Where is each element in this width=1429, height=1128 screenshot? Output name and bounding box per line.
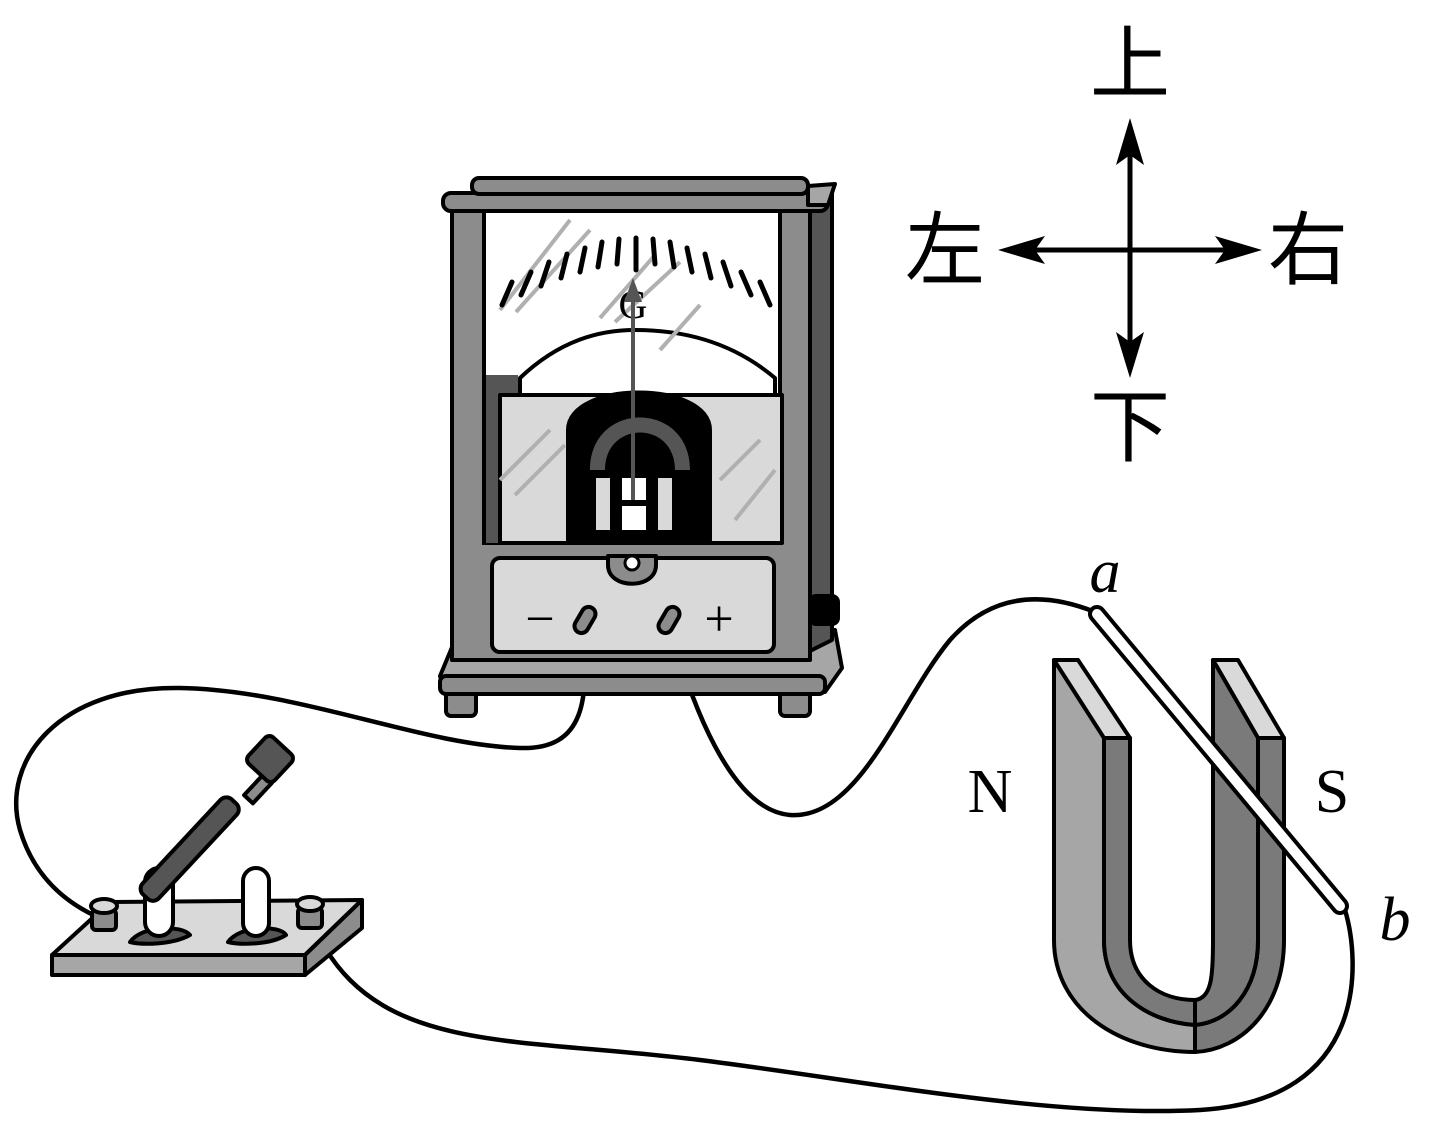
compass-label-right: 右 <box>1268 204 1348 297</box>
switch-contact-clip <box>241 866 271 938</box>
terminal-minus-label: − <box>525 591 554 648</box>
galvanometer-top-bevel <box>806 182 837 207</box>
terminal-minus-post <box>572 604 598 636</box>
galvanometer-base-front <box>438 674 827 696</box>
wire-galvanometer-minus-to-switch <box>13 622 588 921</box>
arrow-right-icon <box>1215 236 1262 264</box>
rod-end-a-label: a <box>1090 538 1121 606</box>
circuit-wires <box>13 597 1355 1114</box>
galvanometer-top-ridge <box>470 176 810 196</box>
switch-terminal-right-top <box>295 895 325 913</box>
galvanometer-side-knob <box>808 594 840 626</box>
compass-label-down: 下 <box>1090 381 1170 474</box>
galvanometer-coil-right <box>658 478 672 530</box>
direction-compass: 上 下 左 右 <box>905 18 1348 474</box>
knife-switch <box>50 734 364 977</box>
wire-galvanometer-plus-to-rod-a <box>667 597 1098 818</box>
compass-label-up: 上 <box>1090 18 1170 111</box>
arrow-up-icon <box>1116 118 1144 165</box>
wire-rod-b-to-switch <box>307 907 1355 1114</box>
switch-handle-knob <box>245 734 295 784</box>
terminal-panel-screw <box>623 554 641 572</box>
rod-end-b-label: b <box>1380 886 1411 954</box>
needle-arrow-icon <box>624 278 642 302</box>
galvanometer-scale-plate <box>518 328 777 397</box>
rod-fill <box>1092 609 1345 911</box>
magnet-south-label: S <box>1315 758 1349 826</box>
switch-base-front <box>50 953 307 977</box>
galvanometer-internal-arc <box>590 417 690 470</box>
magnet-south-leg-face <box>1193 658 1260 1027</box>
magnet-north-leg-top <box>1052 658 1132 740</box>
magnet-north-label: N <box>968 758 1013 826</box>
compass-label-left: 左 <box>905 204 985 297</box>
galvanometer-scale-ticks <box>499 235 773 308</box>
glass-glare <box>498 218 777 522</box>
galvanometer-pivot <box>612 500 656 506</box>
arrow-left-icon <box>998 236 1045 264</box>
galvanometer: G − + <box>438 176 844 718</box>
magnet-inner-bend <box>1102 736 1197 1027</box>
switch-terminal-left-top <box>89 897 119 915</box>
switch-blade <box>138 795 241 903</box>
arrow-down-icon <box>1116 332 1144 378</box>
terminal-plus-post <box>656 604 682 636</box>
terminal-plus-label: + <box>704 591 733 648</box>
conductor-rod: a b <box>1088 538 1411 954</box>
galvanometer-coil-left <box>596 478 610 530</box>
